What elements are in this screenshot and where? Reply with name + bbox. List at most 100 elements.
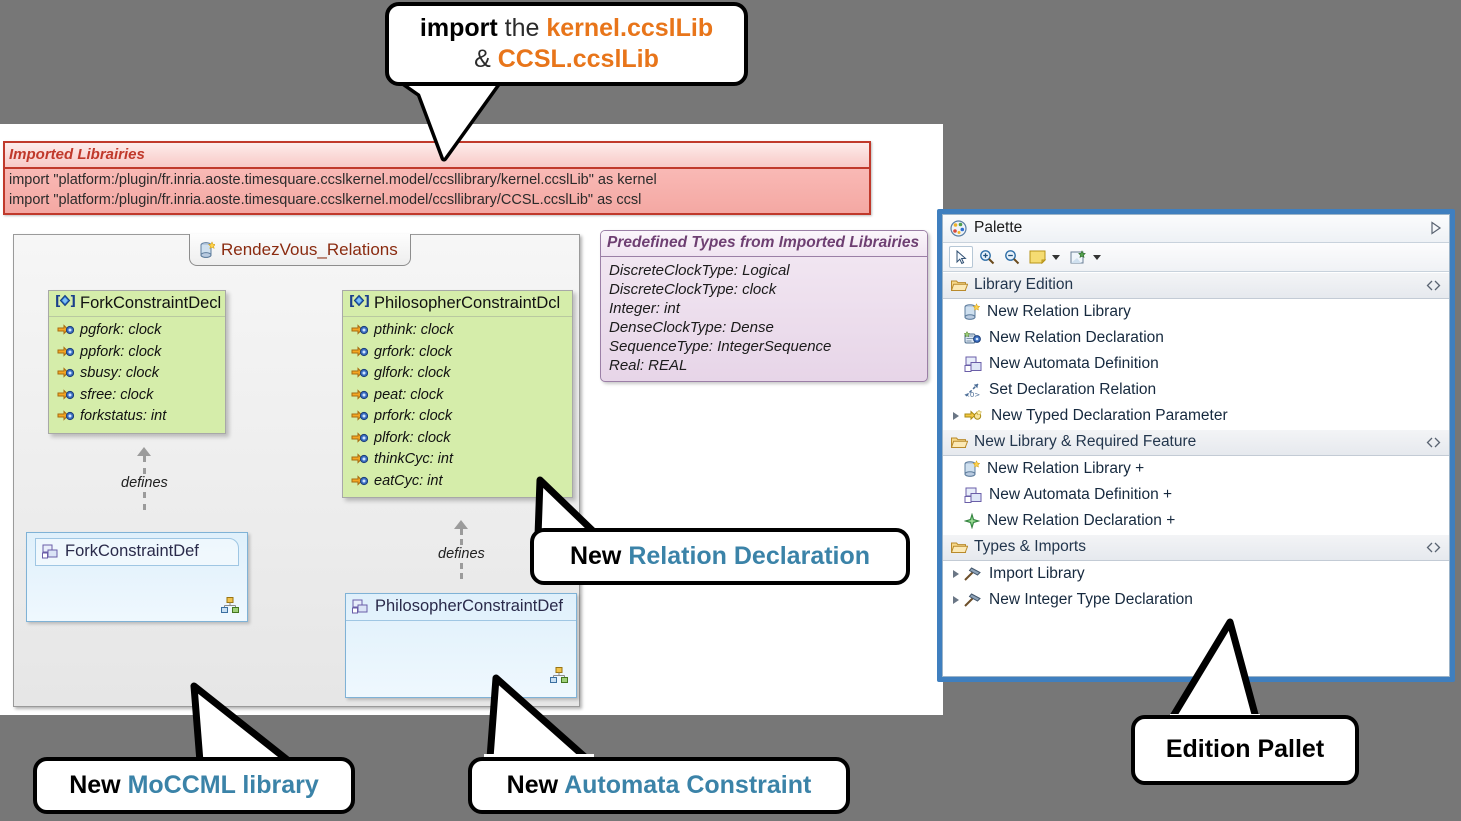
palette-inner: Palette [942,214,1450,677]
member-row: peat: clock [349,385,568,407]
node-title: ForkConstraintDef [65,542,199,560]
member-row: sfree: clock [55,385,221,407]
import-callout-text: import the kernel.ccslLib & CCSL.ccslLib [406,13,727,76]
palette-item-label: New Relation Declaration + [987,512,1176,529]
arrow-up-icon [454,520,469,529]
palette-item-new-relation-library[interactable]: New Relation Library [943,299,1449,325]
node-header: [ ] ForkConstraintDecl [49,291,225,317]
palette-icon [950,219,967,237]
palette-group-library-edition[interactable]: Library Edition [943,272,1449,299]
member-row: plfork: clock [349,428,568,450]
diagram-canvas[interactable]: RendezVous_Relations [ ] ForkConstraintD… [13,234,580,707]
fork-constraint-declaration-node[interactable]: [ ] ForkConstraintDecl pgfork: clock ppf… [48,290,226,434]
type-line: Integer: int [609,300,680,318]
automata-definition-icon [352,599,369,615]
edition-pallet-callout-text: Edition Pallet [1165,735,1325,764]
automata-definition-icon [42,544,59,560]
note-icon[interactable] [1026,247,1048,267]
parameter-icon [351,389,369,401]
arrow-up-icon [137,447,152,456]
parameter-icon [351,410,369,422]
svg-text:]: ] [364,294,369,308]
automata-definition-icon [964,487,982,504]
note-attachment-icon[interactable] [1067,247,1089,267]
palette-item-set-declaration-relation[interactable]: <0> Set Declaration Relation [943,377,1449,403]
palette-group-label: Library Edition [974,276,1074,293]
pin-icon[interactable] [1426,280,1441,291]
node-header: PhilosopherConstraintDef [346,594,576,621]
relation-library-icon [964,303,981,321]
palette-item-new-relation-library-plus[interactable]: New Relation Library + [943,456,1449,482]
relation-declaration-icon: [ ] [349,293,370,313]
attachment-dropdown-caret-icon[interactable] [1093,254,1101,260]
palette-group-new-library-required-feature[interactable]: New Library & Required Feature [943,429,1449,456]
palette-group-items: New Relation Library + New Automata Defi… [943,456,1449,534]
node-members: pthink: clock grfork: clock glfork: cloc… [343,317,572,497]
philosopher-constraint-declaration-node[interactable]: [ ] PhilosopherConstraintDcl pthink: clo… [342,290,573,498]
zoom-in-icon[interactable] [976,247,998,267]
expander-icon[interactable] [953,570,959,578]
import-callout-pointer [396,72,504,162]
palette-item-label: Set Declaration Relation [989,381,1157,398]
arrow-cursor-icon[interactable] [949,246,973,268]
member-label: plfork: clock [374,429,451,446]
palette-item-new-integer-type-declaration[interactable]: New Integer Type Declaration [943,587,1449,613]
parameter-icon [351,432,369,444]
node-body [27,566,247,624]
member-label: peat: clock [374,386,444,403]
palette-item-new-typed-declaration-parameter[interactable]: New Typed Declaration Parameter [943,403,1449,429]
editor-panel: Imported Librairies import "platform:/pl… [0,124,943,715]
palette-item-import-library[interactable]: Import Library [943,561,1449,587]
callout-accent: MoCCML library [127,770,319,799]
hierarchy-icon [221,597,239,618]
node-title: PhilosopherConstraintDef [375,597,564,615]
member-row: eatCyc: int [349,471,568,493]
philosopher-constraint-definition-node[interactable]: PhilosopherConstraintDef [345,593,577,698]
palette-group-types-imports[interactable]: Types & Imports [943,534,1449,561]
predefined-types-note: Predefined Types from Imported Librairie… [600,230,928,383]
palette-group-items: Import Library New Integer Type Declarat… [943,561,1449,613]
member-row: thinkCyc: int [349,449,568,471]
member-label: thinkCyc: int [374,451,453,467]
note-dropdown-caret-icon[interactable] [1052,254,1060,260]
automata-constraint-callout: New Automata Constraint [468,757,850,814]
type-line: DiscreteClockType: clock [609,281,777,299]
pin-icon[interactable] [1426,542,1441,553]
svg-text:[: [ [55,294,61,308]
pin-icon[interactable] [1426,437,1441,448]
palette-item-new-relation-declaration[interactable]: New Relation Declaration [943,325,1449,351]
dashed-line [459,529,463,545]
relation-library-icon [200,240,216,259]
palette-item-label: New Relation Library + [987,460,1145,477]
chevron-right-icon[interactable] [1429,221,1442,235]
palette-item-new-automata-definition-plus[interactable]: New Automata Definition + [943,482,1449,508]
palette-group-label: Types & Imports [974,538,1086,555]
diagram-tab[interactable]: RendezVous_Relations [189,234,411,266]
automata-constraint-callout-text: New Automata Constraint [493,770,826,801]
callout-accent: Automata Constraint [564,770,812,799]
diagram-tab-label: RendezVous_Relations [221,239,398,259]
palette-panel: Palette [937,209,1455,682]
predefined-types-body: DiscreteClockType: Logical DiscreteClock… [601,257,927,381]
palette-item-new-relation-declaration-plus[interactable]: New Relation Declaration + [943,508,1449,534]
hierarchy-icon [550,667,568,688]
typed-parameter-icon [964,409,984,423]
predefined-types-title: Predefined Types from Imported Librairie… [601,231,927,257]
moccml-library-callout-text: New MoCCML library [55,770,333,801]
type-line: SequenceType: IntegerSequence [609,338,832,356]
palette-toolbar [943,243,1449,272]
expander-icon[interactable] [953,412,959,420]
member-label: pgfork: clock [80,322,162,338]
member-label: sfree: clock [80,386,154,403]
zoom-out-icon[interactable] [1001,247,1023,267]
palette-item-new-automata-definition[interactable]: New Automata Definition [943,351,1449,377]
expander-icon[interactable] [953,596,959,604]
member-label: eatCyc: int [374,472,443,489]
parameter-icon [57,389,75,401]
type-line: Real: REAL [609,357,688,375]
edition-pallet-callout-pointer [1168,618,1260,728]
fork-constraint-definition-node[interactable]: ForkConstraintDef [26,532,248,622]
relation-declaration-icon [963,330,982,346]
node-body [346,621,576,694]
open-folder-icon [950,541,969,554]
